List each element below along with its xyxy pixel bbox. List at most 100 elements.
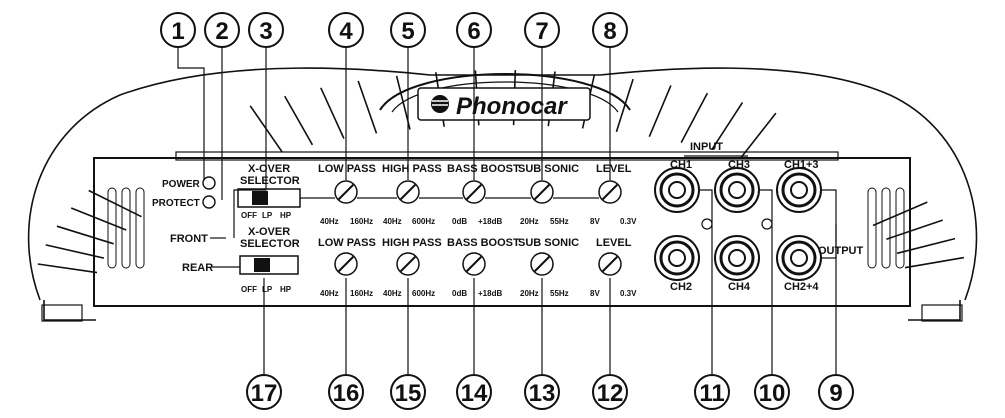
svg-text:4: 4 (339, 18, 353, 45)
svg-text:X-OVER: X-OVER (248, 163, 290, 175)
callouts-bottom: 17 16 15 14 13 12 11 10 9 (246, 374, 854, 410)
faceplate (41, 151, 963, 322)
callout-14: 14 (456, 374, 492, 410)
svg-text:OFF: OFF (241, 211, 257, 220)
svg-text:0.3V: 0.3V (620, 289, 637, 298)
svg-text:40Hz: 40Hz (320, 217, 339, 226)
front-bass-boost-knob[interactable]: BASS BOOST 0dB +18dB (447, 163, 520, 226)
ch13-output-jack[interactable]: CH1+3 (776, 159, 822, 213)
rear-sub-sonic-knob[interactable]: SUB SONIC 20Hz 55Hz (518, 237, 579, 298)
svg-text:+18dB: +18dB (478, 289, 502, 298)
svg-text:LEVEL: LEVEL (596, 237, 632, 249)
svg-text:HIGH PASS: HIGH PASS (382, 237, 442, 249)
svg-text:55Hz: 55Hz (550, 217, 569, 226)
svg-text:16: 16 (333, 380, 360, 407)
front-xover-selector[interactable]: X-OVER SELECTOR OFF LP HP (237, 163, 301, 220)
front-row-label: FRONT (170, 233, 208, 245)
logo-plate: Phonocar (379, 73, 631, 121)
callout-13: 13 (524, 374, 560, 410)
svg-text:600Hz: 600Hz (412, 217, 435, 226)
front-level-knob[interactable]: LEVEL 8V 0.3V (590, 163, 637, 226)
svg-text:CH4: CH4 (728, 281, 751, 293)
ch3-jack[interactable]: CH3 (714, 159, 760, 213)
ch24-output-jack[interactable]: CH2+4 (776, 235, 822, 293)
front-sub-sonic-knob[interactable]: SUB SONIC 20Hz 55Hz (518, 163, 579, 226)
rear-row-label: REAR (182, 262, 213, 274)
svg-text:LOW PASS: LOW PASS (318, 163, 376, 175)
callout-15: 15 (390, 374, 426, 410)
callout-6: 6 (456, 12, 492, 48)
svg-text:CH2: CH2 (670, 281, 692, 293)
front-knob-row: LOW PASS 40Hz 160Hz HIGH PASS 40Hz 600Hz… (300, 163, 637, 226)
svg-text:0dB: 0dB (452, 289, 467, 298)
power-led (202, 176, 216, 190)
output-label: OUTPUT (818, 245, 864, 257)
callout-3: 3 (248, 12, 284, 48)
svg-text:8V: 8V (590, 217, 600, 226)
svg-text:0.3V: 0.3V (620, 217, 637, 226)
callout-11: 11 (694, 374, 730, 410)
rear-xover-selector[interactable]: X-OVER SELECTOR OFF LP HP (239, 226, 300, 294)
svg-text:5: 5 (401, 18, 414, 45)
svg-text:160Hz: 160Hz (350, 289, 373, 298)
protect-led (202, 195, 216, 209)
svg-text:40Hz: 40Hz (320, 289, 339, 298)
rca-jacks: CH1 CH3 CH1+3 CH2 CH4 CH2+4 (654, 159, 822, 293)
callouts-top: 1 2 3 4 5 6 7 8 (160, 12, 628, 48)
svg-text:14: 14 (461, 380, 488, 407)
svg-text:SUB SONIC: SUB SONIC (518, 163, 579, 175)
svg-text:9: 9 (829, 380, 842, 407)
svg-text:55Hz: 55Hz (550, 289, 569, 298)
callout-1: 1 (160, 12, 196, 48)
svg-text:13: 13 (529, 380, 556, 407)
callout-5: 5 (390, 12, 426, 48)
ch2-jack[interactable]: CH2 (654, 235, 700, 293)
front-low-pass-knob[interactable]: LOW PASS 40Hz 160Hz (318, 163, 376, 226)
protect-label: PROTECT (152, 198, 200, 209)
front-high-pass-knob[interactable]: HIGH PASS 40Hz 600Hz (382, 163, 442, 226)
svg-text:15: 15 (395, 380, 422, 407)
svg-text:LP: LP (262, 285, 273, 294)
callout-8: 8 (592, 12, 628, 48)
power-label: POWER (162, 179, 201, 190)
callout-17: 17 (246, 374, 282, 410)
svg-text:20Hz: 20Hz (520, 289, 539, 298)
svg-text:11: 11 (699, 380, 724, 407)
svg-text:LEVEL: LEVEL (596, 163, 632, 175)
callout-2: 2 (204, 12, 240, 48)
svg-text:7: 7 (535, 18, 548, 45)
svg-text:LOW PASS: LOW PASS (318, 237, 376, 249)
svg-text:20Hz: 20Hz (520, 217, 539, 226)
rear-bass-boost-knob[interactable]: BASS BOOST 0dB +18dB (447, 237, 520, 298)
callout-10: 10 (754, 374, 790, 410)
brand-logo: Phonocar (456, 93, 568, 120)
svg-text:HP: HP (280, 211, 292, 220)
svg-text:SELECTOR: SELECTOR (240, 175, 300, 187)
input-label: INPUT (690, 141, 723, 153)
svg-text:3: 3 (259, 18, 272, 45)
svg-text:2: 2 (215, 18, 228, 45)
svg-text:40Hz: 40Hz (383, 289, 402, 298)
ch1-jack[interactable]: CH1 (654, 159, 700, 213)
rear-high-pass-knob[interactable]: HIGH PASS 40Hz 600Hz (382, 237, 442, 298)
rear-low-pass-knob[interactable]: LOW PASS 40Hz 160Hz (318, 237, 376, 298)
callout-12: 12 (592, 374, 628, 410)
svg-text:SELECTOR: SELECTOR (240, 238, 300, 250)
svg-text:600Hz: 600Hz (412, 289, 435, 298)
svg-text:SUB SONIC: SUB SONIC (518, 237, 579, 249)
rear-level-knob[interactable]: LEVEL 8V 0.3V (590, 237, 637, 298)
svg-text:8V: 8V (590, 289, 600, 298)
svg-text:HIGH PASS: HIGH PASS (382, 163, 442, 175)
svg-text:BASS BOOST: BASS BOOST (447, 163, 520, 175)
svg-text:0dB: 0dB (452, 217, 467, 226)
rear-knob-row: LOW PASS 40Hz 160Hz HIGH PASS 40Hz 600Hz… (318, 237, 637, 298)
svg-text:6: 6 (467, 18, 480, 45)
callout-9: 9 (818, 374, 854, 410)
svg-text:1: 1 (171, 18, 184, 45)
svg-text:12: 12 (597, 380, 624, 407)
ch4-jack[interactable]: CH4 (714, 235, 760, 293)
svg-text:X-OVER: X-OVER (248, 226, 290, 238)
callout-leaders (177, 48, 837, 374)
svg-text:OFF: OFF (241, 285, 257, 294)
svg-text:+18dB: +18dB (478, 217, 502, 226)
